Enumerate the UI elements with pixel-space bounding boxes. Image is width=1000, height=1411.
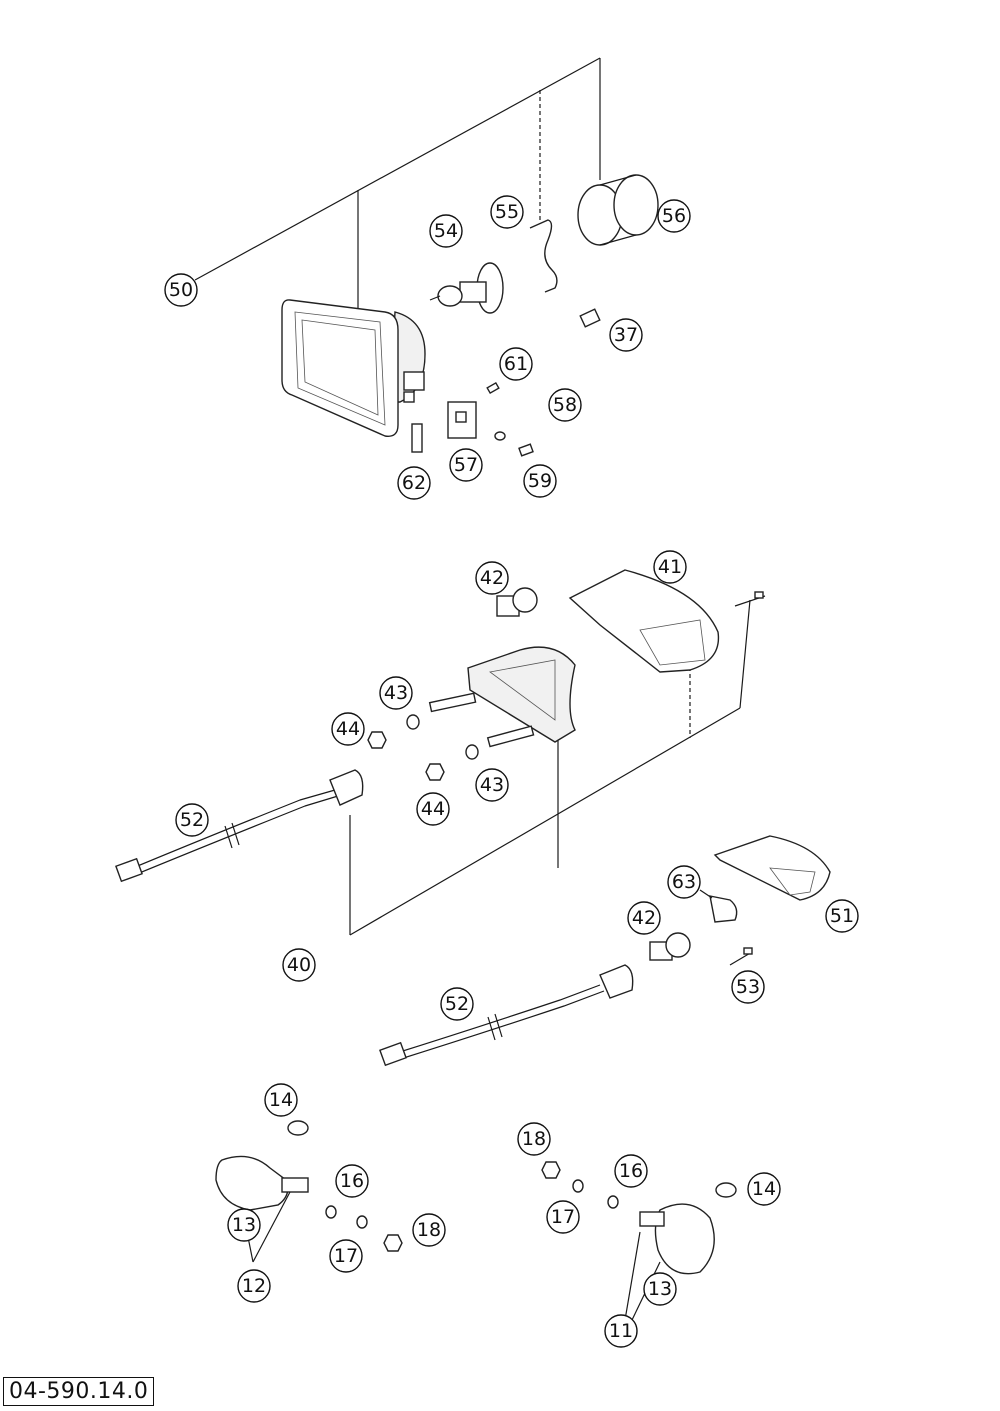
leader-lines-tail [349, 599, 751, 936]
callout-52-lower: 52 [440, 987, 474, 1021]
headlight-small-parts [411, 381, 534, 457]
svg-text:17: 17 [334, 1245, 358, 1267]
turn-signal-left [215, 1120, 403, 1263]
svg-text:59: 59 [528, 470, 552, 492]
callout-14-left: 14 [264, 1083, 298, 1117]
svg-text:63: 63 [672, 871, 696, 893]
callout-62: 62 [397, 466, 431, 500]
callout-13-left: 13 [227, 1208, 261, 1242]
svg-text:42: 42 [480, 567, 504, 589]
tail-bulb [496, 587, 538, 617]
rubber-boot-ring [577, 174, 659, 246]
svg-text:44: 44 [421, 798, 445, 820]
callout-42-lower: 42 [627, 901, 661, 935]
svg-text:61: 61 [504, 353, 528, 375]
callout-18-left: 18 [412, 1213, 446, 1247]
callout-13-right: 13 [643, 1272, 677, 1306]
svg-text:17: 17 [551, 1206, 575, 1228]
tail-washers-nuts [367, 714, 479, 781]
tail-screw [734, 591, 766, 607]
callout-52-upper: 52 [175, 803, 209, 837]
callout-55: 55 [490, 195, 524, 229]
svg-text:53: 53 [736, 976, 760, 998]
svg-text:18: 18 [417, 1219, 441, 1241]
bulb-socket-63 [699, 889, 738, 923]
svg-text:42: 42 [632, 907, 656, 929]
callout-17-left: 17 [329, 1239, 363, 1273]
callout-53: 53 [731, 970, 765, 1004]
svg-text:13: 13 [232, 1214, 256, 1236]
tail-light-housing [428, 646, 576, 748]
svg-text:54: 54 [434, 220, 458, 242]
svg-text:14: 14 [269, 1089, 293, 1111]
svg-text:56: 56 [662, 205, 686, 227]
tail-lens [568, 569, 720, 673]
drawing-number-label: 04-590.14.0 [3, 1377, 155, 1406]
svg-text:41: 41 [658, 556, 682, 578]
callout-54: 54 [429, 214, 463, 248]
callout-18-right: 18 [517, 1122, 551, 1156]
retaining-spring-clip [529, 219, 558, 293]
svg-text:12: 12 [242, 1275, 266, 1297]
reflector-lens [713, 835, 831, 901]
svg-text:43: 43 [384, 682, 408, 704]
callout-56: 56 [657, 199, 691, 233]
callout-41: 41 [653, 550, 687, 584]
callout-58: 58 [548, 388, 582, 422]
callout-37: 37 [609, 318, 643, 352]
svg-text:57: 57 [454, 454, 478, 476]
bulb-42-lower [649, 932, 691, 961]
leader-lines-headlight [194, 57, 601, 310]
svg-text:58: 58 [553, 394, 577, 416]
callout-57: 57 [449, 448, 483, 482]
callout-16-left: 16 [335, 1164, 369, 1198]
svg-text:50: 50 [169, 279, 193, 301]
svg-text:40: 40 [287, 954, 311, 976]
svg-text:16: 16 [340, 1170, 364, 1192]
svg-text:37: 37 [614, 324, 638, 346]
svg-text:18: 18 [522, 1128, 546, 1150]
parking-bulb [579, 308, 601, 328]
svg-text:44: 44 [336, 718, 360, 740]
headlight-housing [281, 299, 426, 437]
wiring-harness-top [115, 769, 364, 883]
svg-text:51: 51 [830, 905, 854, 927]
callout-40: 40 [282, 948, 316, 982]
svg-text:13: 13 [648, 1278, 672, 1300]
wiring-harness-bottom [379, 964, 634, 1067]
callout-63: 63 [667, 865, 701, 899]
screw-53 [729, 947, 753, 966]
callout-43-upper: 43 [379, 676, 413, 710]
callout-50: 50 [164, 273, 198, 307]
callout-11: 11 [604, 1314, 638, 1348]
svg-text:52: 52 [180, 809, 204, 831]
svg-text:52: 52 [445, 993, 469, 1015]
headlight-bulb [429, 262, 504, 314]
callout-14-right: 14 [747, 1172, 781, 1206]
callout-51: 51 [825, 899, 859, 933]
callout-16-right: 16 [614, 1154, 648, 1188]
turn-signal-right [541, 1161, 737, 1321]
callout-42-upper: 42 [475, 561, 509, 595]
svg-text:55: 55 [495, 201, 519, 223]
svg-text:11: 11 [609, 1320, 633, 1342]
callout-17-right: 17 [546, 1200, 580, 1234]
callout-12: 12 [237, 1269, 271, 1303]
callout-44-left: 44 [331, 712, 365, 746]
callout-59: 59 [523, 464, 557, 498]
svg-text:43: 43 [480, 774, 504, 796]
callout-44-center: 44 [416, 792, 450, 826]
callout-43-lower: 43 [475, 768, 509, 802]
svg-text:62: 62 [402, 472, 426, 494]
svg-text:14: 14 [752, 1178, 776, 1200]
callout-61: 61 [499, 347, 533, 381]
svg-text:16: 16 [619, 1160, 643, 1182]
